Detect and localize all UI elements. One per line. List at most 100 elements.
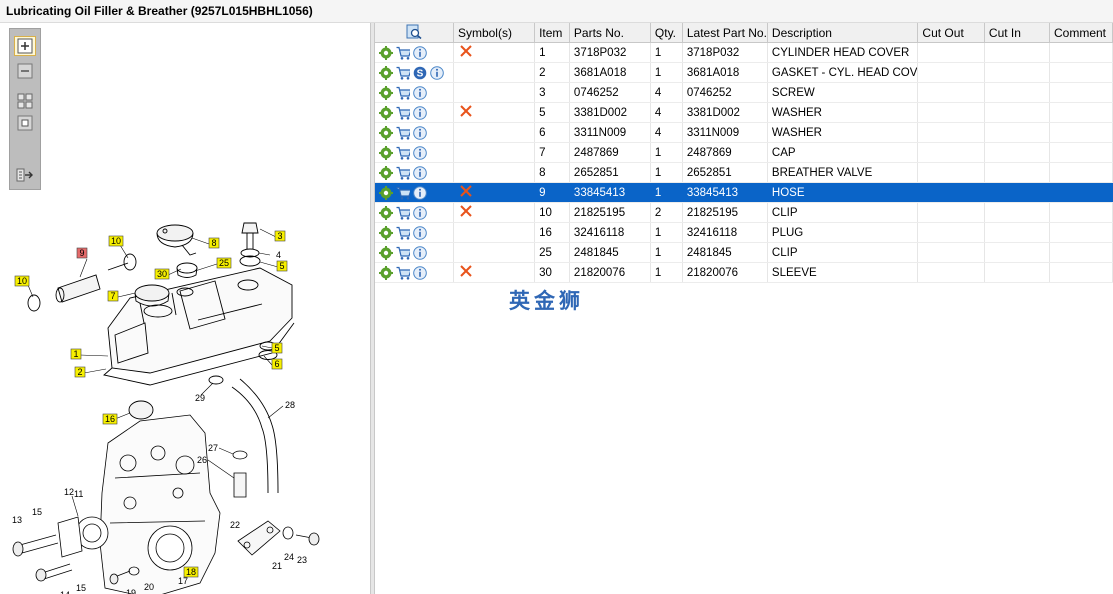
info-button[interactable]	[413, 225, 427, 240]
cut-in-cell	[984, 102, 1051, 123]
info-button[interactable]	[413, 125, 427, 140]
callout-30[interactable]: 30	[154, 268, 170, 280]
configure-button[interactable]	[379, 205, 393, 220]
configure-button[interactable]	[379, 185, 393, 200]
add-to-cart-button[interactable]	[396, 66, 410, 80]
cut-in-cell	[984, 62, 1051, 83]
svg-text:10: 10	[17, 276, 27, 286]
export-button[interactable]	[14, 165, 36, 185]
callout-1[interactable]: 1	[70, 348, 82, 360]
callout-7[interactable]: 7	[107, 290, 119, 302]
callout-3[interactable]: 3	[274, 230, 286, 242]
column-header-qty[interactable]: Qty.	[650, 23, 683, 43]
cut-out-cell	[917, 82, 985, 103]
info-button[interactable]	[413, 265, 427, 280]
window-title: Lubricating Oil Filler & Breather (9257L…	[6, 4, 313, 18]
configure-button[interactable]	[379, 165, 393, 180]
add-to-cart-button[interactable]	[396, 86, 410, 100]
column-header-latest-part-no[interactable]: Latest Part No.	[682, 23, 768, 43]
cut-out-cell	[917, 62, 985, 83]
info-button[interactable]	[413, 145, 427, 160]
callout-5b[interactable]: 5	[271, 342, 283, 354]
callout-10b[interactable]: 10	[14, 275, 30, 287]
add-to-cart-button[interactable]	[396, 246, 410, 260]
add-to-cart-button[interactable]	[396, 226, 410, 240]
column-header-parts-no[interactable]: Parts No.	[569, 23, 651, 43]
zoom-out-button[interactable]	[14, 61, 36, 81]
quantity-cell: 1	[650, 62, 683, 83]
callout-25[interactable]: 25	[216, 257, 232, 269]
exploded-parts-diagram[interactable]: 1 2 3 4 5 5 6 6 7 8 9 10 10 11 12 13 14 …	[0, 188, 370, 594]
info-button[interactable]	[413, 105, 427, 120]
add-to-cart-button[interactable]	[396, 266, 410, 280]
callout-11: 11	[74, 489, 83, 499]
svg-text:16: 16	[105, 414, 115, 424]
comment-cell	[1049, 122, 1113, 143]
add-to-cart-button[interactable]	[396, 46, 410, 60]
column-header-comment[interactable]: Comment	[1049, 23, 1113, 43]
callout-16[interactable]: 16	[102, 413, 118, 425]
info-button[interactable]	[413, 165, 427, 180]
symbols-cell	[453, 182, 536, 203]
add-to-cart-button[interactable]	[396, 206, 410, 220]
info-button[interactable]	[413, 245, 427, 260]
pane-splitter[interactable]	[370, 23, 375, 594]
add-to-cart-button[interactable]	[396, 186, 410, 200]
column-header-description[interactable]: Description	[767, 23, 919, 43]
add-to-cart-button[interactable]	[396, 106, 410, 120]
column-header-cut-out[interactable]: Cut Out	[917, 23, 985, 43]
add-to-cart-button[interactable]	[396, 166, 410, 180]
info-button[interactable]	[413, 85, 427, 100]
configure-button[interactable]	[379, 105, 393, 120]
info-button[interactable]	[430, 65, 444, 80]
callout-5a[interactable]: 5	[276, 260, 288, 272]
info-button[interactable]	[413, 185, 427, 200]
supersession-button[interactable]: S	[413, 66, 427, 80]
column-header-item[interactable]: Item	[534, 23, 570, 43]
callout-6a[interactable]: 6	[271, 358, 283, 370]
callout-8[interactable]: 8	[208, 237, 220, 249]
callout-10a[interactable]: 10	[108, 235, 124, 247]
configure-button[interactable]	[379, 85, 393, 100]
description-cell: SLEEVE	[767, 262, 919, 283]
info-button[interactable]	[413, 205, 427, 220]
add-to-cart-button[interactable]	[396, 146, 410, 160]
configure-button[interactable]	[379, 125, 393, 140]
zoom-in-button[interactable]	[14, 36, 36, 56]
diagram-pane[interactable]: 1 2 3 4 5 5 6 6 7 8 9 10 10 11 12 13 14 …	[0, 23, 371, 594]
info-button[interactable]	[413, 45, 427, 60]
shopping-cart-icon	[396, 46, 410, 60]
callout-2[interactable]: 2	[74, 366, 86, 378]
configure-button[interactable]	[379, 245, 393, 260]
description-cell: CLIP	[767, 242, 919, 263]
column-header-actions[interactable]	[375, 23, 454, 43]
callout-13: 13	[12, 515, 22, 525]
cut-in-cell	[984, 142, 1051, 163]
configure-button[interactable]	[379, 145, 393, 160]
fit-page-button[interactable]	[14, 113, 36, 133]
column-header-symbols[interactable]: Symbol(s)	[453, 23, 536, 43]
column-header-cut-in[interactable]: Cut In	[984, 23, 1051, 43]
callout-9[interactable]: 9	[76, 247, 88, 259]
callout-18[interactable]: 18	[183, 566, 199, 578]
info-icon	[413, 225, 427, 240]
configure-button[interactable]	[379, 45, 393, 60]
add-to-cart-button[interactable]	[396, 126, 410, 140]
configure-button[interactable]	[379, 65, 393, 80]
configure-button[interactable]	[379, 225, 393, 240]
callout-22: 22	[230, 520, 240, 530]
configure-button[interactable]	[379, 265, 393, 280]
fit-all-button[interactable]	[14, 91, 36, 111]
